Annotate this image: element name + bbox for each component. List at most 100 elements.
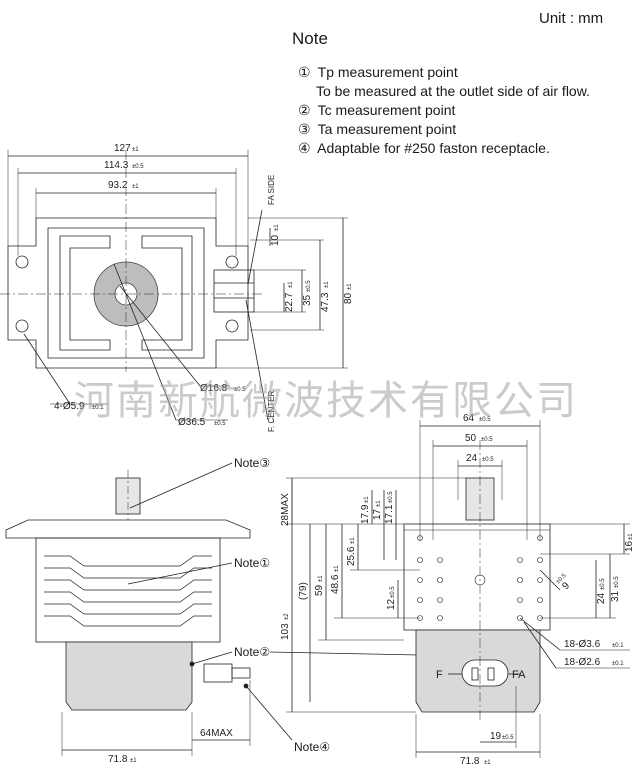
holes-leader <box>23 333 71 405</box>
side-dim-103-tol: ±2 <box>284 613 290 620</box>
fa-side-label: FA SIDE <box>267 175 276 205</box>
top-dim-35: 35 <box>302 294 313 306</box>
top-dim-114: 114.3 <box>104 160 129 171</box>
side-dim-17-1: 17.1 <box>384 504 395 524</box>
note-1-number: ① <box>298 64 311 80</box>
front-dim-64max: 64MAX <box>200 728 233 739</box>
top-dia-36-tol: ±0.5 <box>214 421 226 427</box>
hole26-leader <box>523 621 557 669</box>
top-dim-93-tol: ±1 <box>132 184 139 190</box>
note1-leader <box>127 562 233 585</box>
side-dim-48-6: 48.6 <box>330 574 341 594</box>
front-flange <box>5 519 251 539</box>
top-bracket-right <box>141 235 193 351</box>
dia36-leader <box>113 263 177 421</box>
side-dim-17: 17 <box>372 508 383 520</box>
note3-leader <box>129 462 233 509</box>
callout-note3: Note③ <box>234 456 271 470</box>
top-bracket-left <box>59 235 111 351</box>
side-dim-50-tol: ±0.5 <box>481 437 493 443</box>
side-terminal-pin-1 <box>471 667 479 681</box>
side-dim-17-tol: ±1 <box>376 500 382 507</box>
side-dim-64: 64 <box>463 413 475 424</box>
front-terminal-tip <box>231 667 251 679</box>
unit-label: Unit : mm <box>539 10 604 27</box>
side-dim-24b-tol: ±0.5 <box>600 578 606 590</box>
side-dim-31: 31 <box>610 590 621 602</box>
front-terminal <box>203 663 233 683</box>
top-dim-127: 127 <box>114 143 131 154</box>
fa-side-leader <box>247 209 263 285</box>
top-dim-47-tol: ±1 <box>324 281 330 288</box>
mount-hole-bl <box>15 319 29 333</box>
top-dim-80: 80 <box>343 292 354 304</box>
top-inner-plate <box>47 227 205 359</box>
note-4: ④ Adaptable for #250 faston receptacle. <box>298 140 550 157</box>
side-holes-36-tol: ±0.1 <box>612 643 624 649</box>
mount-hole-tl <box>15 255 29 269</box>
side-dim-19: 19 <box>490 731 502 742</box>
note-1-text: Tp measurement point <box>317 64 458 80</box>
top-dim-10-tol: ±1 <box>274 224 280 231</box>
mount-hole-tr <box>225 255 239 269</box>
callout-note1: Note① <box>234 556 271 570</box>
side-holes-26: 18-Ø2.6 <box>564 657 601 668</box>
top-dim-114-tol: ±0.5 <box>132 164 144 170</box>
side-dim-25-6-tol: ±1 <box>350 537 356 544</box>
note-1-detail: To be measured at the outlet side of air… <box>316 83 590 99</box>
note-1: ① Tp measurement point <box>298 64 458 81</box>
watermark: 河南新航微波技术有限公司 <box>74 378 578 424</box>
dim-line-9 <box>539 569 561 591</box>
note-3-text: Ta measurement point <box>317 121 457 137</box>
note-title: Note <box>292 29 328 48</box>
note-2: ② Tc measurement point <box>298 102 455 119</box>
side-dim-19-tol: ±0.5 <box>502 735 514 741</box>
note4-dot <box>243 683 249 689</box>
top-dia-16-tol: ±0.5 <box>234 387 246 393</box>
side-dim-59-tol: ±1 <box>318 575 324 582</box>
top-side-tab <box>213 269 255 313</box>
top-holes: 4-Ø5.9 <box>54 401 85 412</box>
side-dim-24-tol: ±0.5 <box>482 457 494 463</box>
dia16-leader <box>119 285 201 387</box>
side-dim-48-6-tol: ±1 <box>334 565 340 572</box>
note4-leader <box>245 685 293 741</box>
top-dia-36: Ø36.5 <box>178 417 206 428</box>
side-dim-71b: 71.8 <box>460 756 480 767</box>
top-dim-10: 10 <box>270 234 281 246</box>
front-magnet <box>65 641 193 711</box>
side-dim-50: 50 <box>465 433 477 444</box>
top-dim-80-tol: ±1 <box>347 283 353 290</box>
front-dim-71-tol: ±1 <box>130 758 137 764</box>
side-view <box>286 420 630 758</box>
side-dim-25-6: 25.6 <box>346 546 357 566</box>
note2-leader <box>191 651 233 665</box>
top-holes-tol: ±0.1 <box>92 405 104 411</box>
side-dim-17-9: 17.9 <box>360 504 371 524</box>
top-dia-16: Ø16.8 <box>200 383 228 394</box>
top-dim-47: 47.3 <box>320 292 331 312</box>
side-dim-24b: 24 <box>596 592 607 604</box>
side-dim-16: 16 <box>624 540 635 552</box>
side-f-label: F <box>436 669 443 681</box>
front-dim-71: 71.8 <box>108 754 128 765</box>
side-holes-36: 18-Ø3.6 <box>564 639 601 650</box>
f-center-leader <box>245 299 269 421</box>
side-dim-79: (79) <box>298 582 309 600</box>
side-dim-24: 24 <box>466 453 478 464</box>
note2-dot <box>189 661 195 667</box>
callout-note4: Note④ <box>294 740 331 754</box>
top-dim-127-tol: ±1 <box>132 147 139 153</box>
front-view <box>5 462 471 756</box>
side-dim-12: 12 <box>386 598 397 610</box>
side-holes-26-tol: ±0.1 <box>612 661 624 667</box>
side-terminal-pin-2 <box>487 667 495 681</box>
side-dim-12-tol: ±0.5 <box>390 586 396 598</box>
side-body <box>403 523 551 631</box>
side-fa-label: FA <box>512 669 526 681</box>
note-3-number: ③ <box>298 121 311 137</box>
side-dim-71b-tol: ±1 <box>484 760 491 766</box>
side-dim-16-tol: ±1 <box>628 533 634 540</box>
top-dim-93: 93.2 <box>108 180 128 191</box>
